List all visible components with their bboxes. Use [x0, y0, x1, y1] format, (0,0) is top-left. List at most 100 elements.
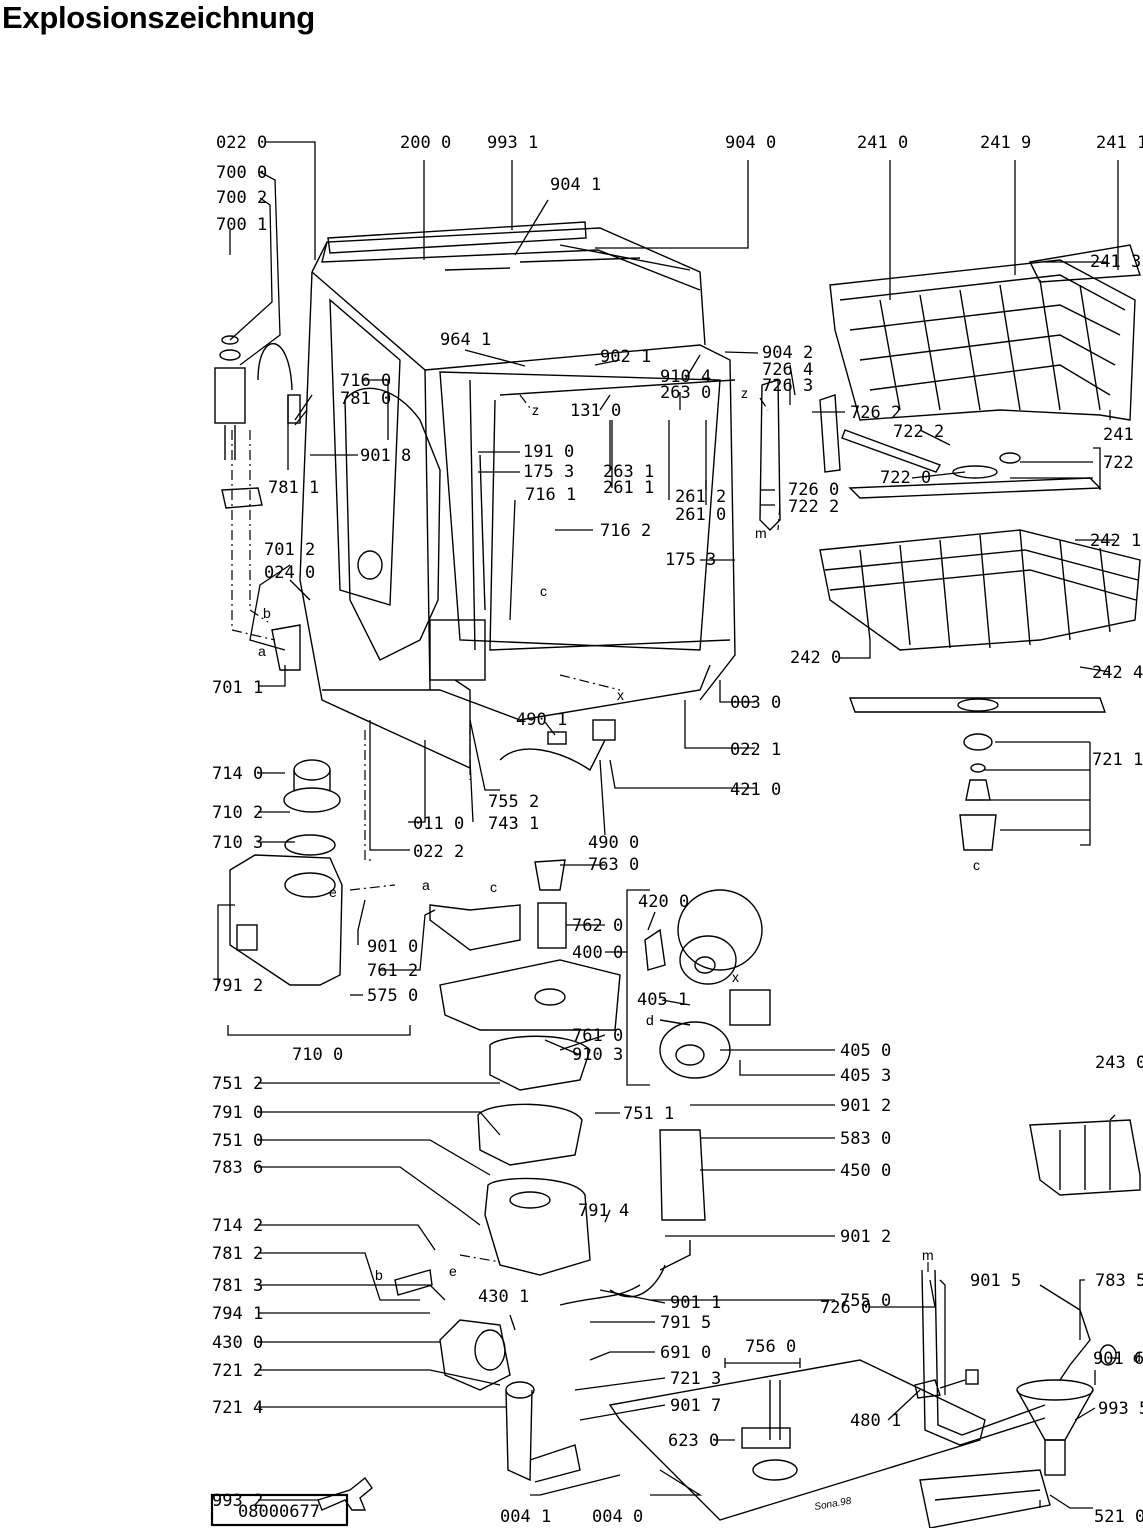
connector-letter: z [532, 402, 539, 418]
pump-motor-drawing [644, 889, 771, 1079]
part-label: 004 1 [500, 1507, 551, 1527]
part-label: 011 0 [413, 814, 464, 834]
part-label: 716 0 [340, 371, 391, 391]
part-label: 791 5 [660, 1313, 711, 1333]
part-label: 722 2 [788, 497, 839, 517]
part-label: 405 0 [840, 1041, 891, 1061]
connector-letter: b [263, 605, 271, 621]
part-label: 743 1 [488, 814, 539, 834]
part-label: 726 3 [762, 376, 813, 396]
part-label: 794 1 [212, 1304, 263, 1324]
part-label: 131 0 [570, 401, 621, 421]
part-label: 022 2 [413, 842, 464, 862]
part-label: 241 0 [857, 133, 908, 153]
part-label: 993 2 [212, 1491, 263, 1511]
part-label: 901 6 [1093, 1349, 1143, 1369]
base-plate-drawing [608, 1359, 986, 1521]
heater-hose-drawing [559, 1129, 706, 1306]
part-labels: 022 0 700 0 700 2 700 1 200 0 993 1 904 … [212, 133, 1143, 1527]
part-label: 450 0 [840, 1161, 891, 1181]
part-label: 904 2 [762, 343, 813, 363]
part-label: 751 0 [212, 1131, 263, 1151]
part-label: 263 1 [603, 462, 654, 482]
hinge-bracket-drawing [759, 379, 942, 531]
part-label: 022 0 [216, 133, 267, 153]
part-label: 901 1 [670, 1293, 721, 1313]
part-label: 783 6 [212, 1158, 263, 1178]
part-label: 421 0 [730, 780, 781, 800]
part-label: 261 0 [675, 505, 726, 525]
side-hose-drawing [921, 1269, 1117, 1446]
connector-letters: z z b a c x m e a c c x d e b m d [258, 385, 1141, 1365]
part-label: 722 2 [893, 422, 944, 442]
part-label: 781 0 [340, 389, 391, 409]
part-label: 200 0 [400, 133, 451, 153]
electrical-cable-drawing [499, 719, 979, 1399]
part-label: 400 0 [572, 943, 623, 963]
part-label: 261 2 [675, 487, 726, 507]
part-label: 993 1 [487, 133, 538, 153]
part-label: 175 3 [665, 550, 716, 570]
tub-cabinet-drawing [299, 227, 736, 770]
part-label: 901 5 [970, 1271, 1021, 1291]
wrench-drawing [317, 1476, 373, 1511]
part-label: 756 0 [745, 1337, 796, 1357]
part-label: 583 0 [840, 1129, 891, 1149]
drain-pump-drawing [394, 1269, 511, 1391]
part-label: 901 8 [360, 446, 411, 466]
connector-letter: c [490, 879, 497, 895]
door-seal-drawing [344, 387, 441, 661]
part-label: 901 2 [840, 1096, 891, 1116]
part-label: 910 4 [660, 367, 711, 387]
part-label: 726 0 [788, 480, 839, 500]
part-label: 763 0 [588, 855, 639, 875]
lower-spray-arm-drawing [849, 697, 1106, 851]
part-label: 722 0 [880, 468, 931, 488]
part-label: 242 1 [1090, 531, 1141, 551]
part-label: 022 1 [730, 740, 781, 760]
connector-letter: b [375, 1267, 383, 1283]
part-label: 191 0 [523, 442, 574, 462]
connector-letter: d [1133, 1349, 1141, 1365]
part-label: 405 3 [840, 1066, 891, 1086]
page-title: Explosionszeichnung [2, 0, 315, 35]
part-label: 575 0 [367, 986, 418, 1006]
part-label: 726 0 [820, 1298, 871, 1318]
part-label: 791 4 [578, 1201, 629, 1221]
part-label: 781 3 [212, 1276, 263, 1296]
part-label: 902 1 [600, 347, 651, 367]
sump-filter-drawing [429, 859, 621, 1276]
part-label: 490 1 [516, 710, 567, 730]
part-label: 716 1 [525, 485, 576, 505]
part-label: 710 3 [212, 833, 263, 853]
part-label: 910 3 [572, 1045, 623, 1065]
document-code-box [210, 1493, 349, 1527]
part-label: 762 0 [572, 916, 623, 936]
part-label: 726 4 [762, 360, 813, 380]
part-label: 714 0 [212, 764, 263, 784]
connector-letter: a [258, 643, 266, 659]
part-label: 722 0 [1103, 453, 1143, 473]
part-label: 710 0 [292, 1045, 343, 1065]
part-label: 004 0 [592, 1507, 643, 1527]
part-label: 242 0 [790, 648, 841, 668]
part-label: 791 0 [212, 1103, 263, 1123]
upper-basket-drawing [829, 244, 1141, 421]
part-label: 024 0 [264, 563, 315, 583]
part-label: 430 0 [212, 1333, 263, 1353]
part-label: 242 4 [1092, 663, 1143, 683]
part-label: 405 1 [637, 990, 688, 1010]
part-label: 904 0 [725, 133, 776, 153]
connector-letter: x [732, 969, 739, 985]
connector-letter: e [329, 884, 337, 900]
part-label: 761 2 [367, 961, 418, 981]
funnel-drawing [1016, 1379, 1094, 1476]
part-label: 716 2 [600, 521, 651, 541]
part-label: 901 2 [840, 1227, 891, 1247]
part-label: 700 1 [216, 215, 267, 235]
part-label: 003 0 [730, 693, 781, 713]
connector-letter: x [617, 687, 624, 703]
part-label: 755 2 [488, 792, 539, 812]
part-label: 755 0 [840, 1291, 891, 1311]
part-label: 261 1 [603, 478, 654, 498]
